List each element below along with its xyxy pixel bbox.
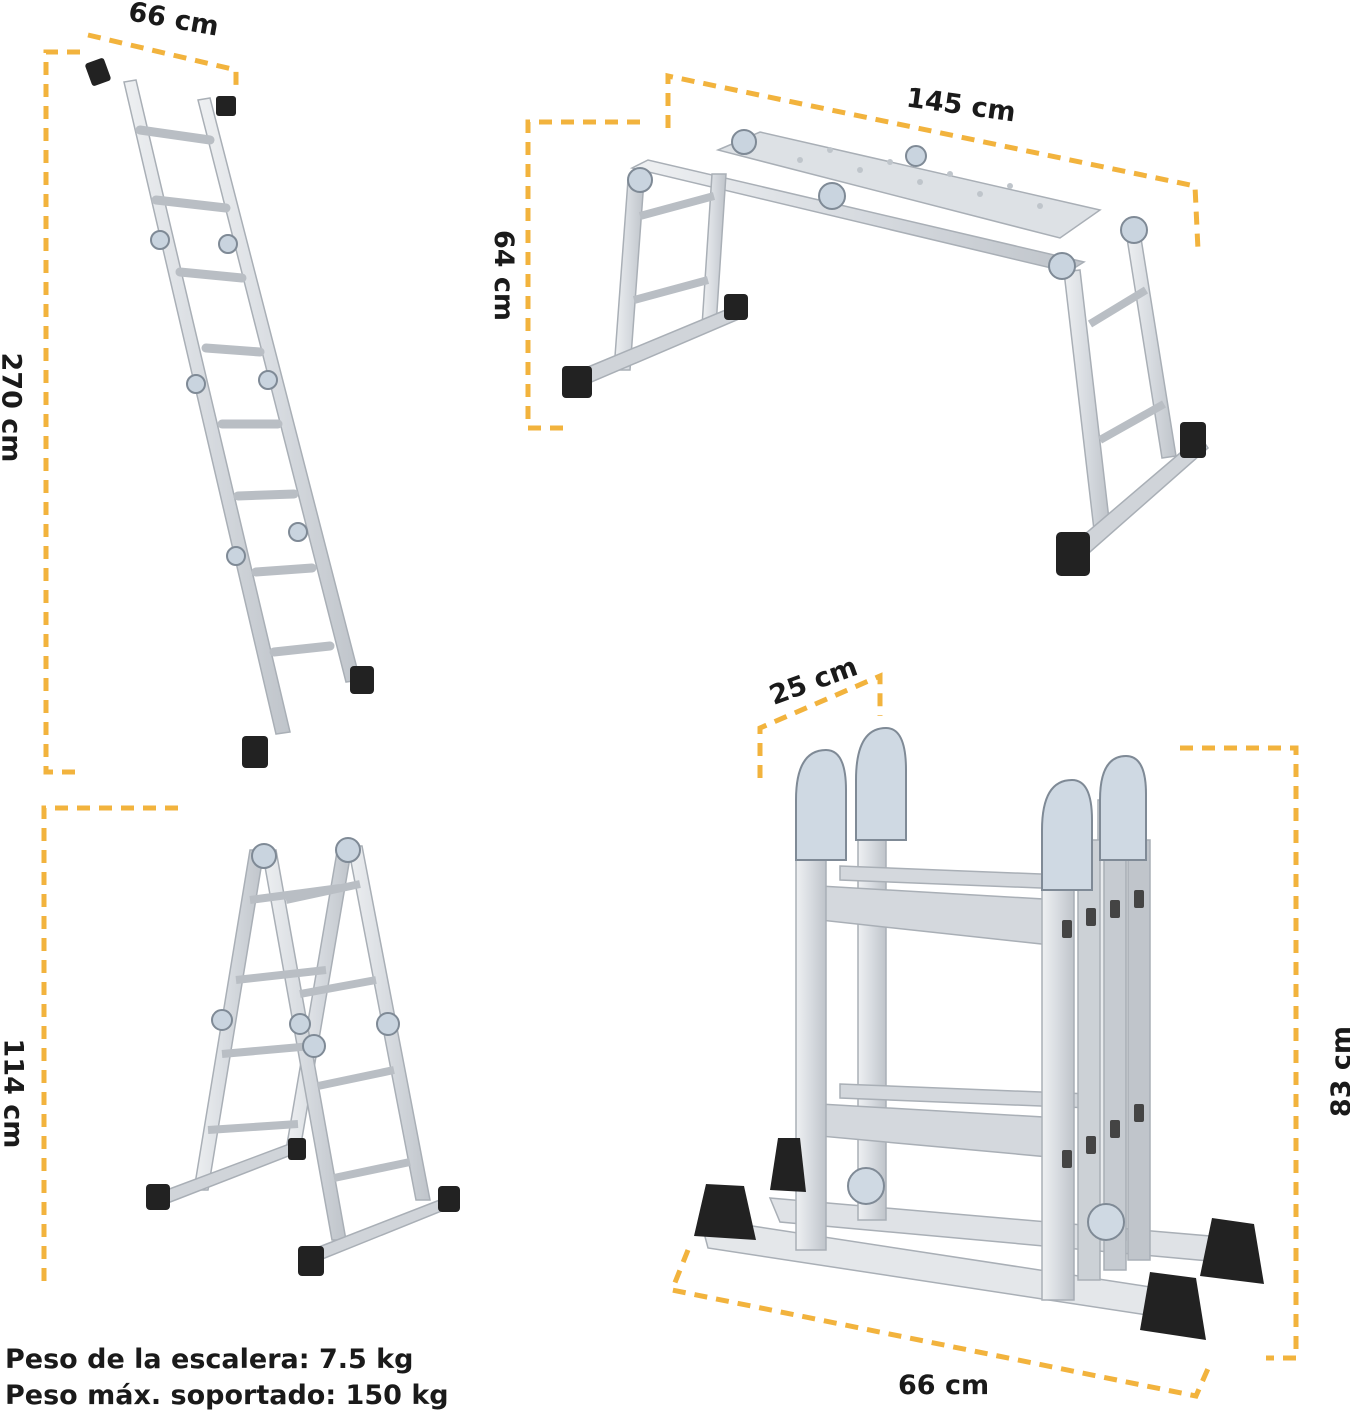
foot [85,58,111,86]
label-straight-height: 270 cm [0,352,27,463]
label-platform-height: 64 cm [488,229,520,322]
foot [242,736,268,768]
back-rail [857,799,887,1221]
dim-a-frame-height [41,805,178,1290]
dim-straight-height [43,49,80,775]
hinge [1041,778,1093,891]
left-base [575,303,748,387]
hinge [288,522,308,542]
label-folded-height: 83 cm [1326,1025,1350,1118]
hinge [376,1012,400,1036]
hinge [302,1034,326,1058]
hinge [258,370,278,390]
foot [298,1246,324,1276]
hinge [226,546,246,566]
foot [350,666,374,694]
hinge [731,129,757,155]
dim-straight-width [87,32,239,92]
front-rail [629,159,1086,273]
foot [146,1184,170,1210]
hinge [1048,252,1076,280]
dim-platform-length [665,72,1201,251]
foot [438,1186,460,1212]
dimension-lines [41,32,1299,1399]
rail-right [197,97,361,683]
label-folded-width: 66 cm [898,1370,990,1401]
rail-left [123,79,291,735]
a-frame-ladder [146,837,460,1276]
hinge [847,1167,885,1205]
hinge [218,234,238,254]
straight-ladder [85,58,374,768]
foot [288,1138,306,1160]
foot [1140,1272,1206,1340]
hinge [289,1013,311,1035]
hinge [795,748,847,861]
foot [1200,1218,1264,1284]
label-a-frame-height: 114 cm [0,1038,29,1149]
dim-folded-depth [757,672,883,778]
foot [724,294,748,320]
foot [562,366,592,398]
hinge [150,230,170,250]
left-leg-front [613,179,645,371]
max-load-text: Peso máx. soportado: 150 kg [5,1380,449,1411]
dim-folded-height [1180,745,1299,1361]
foot [694,1184,756,1240]
hinge [335,837,361,863]
foot [1180,422,1206,458]
hinge [905,145,927,167]
hinge [251,843,277,869]
hinge [186,374,206,394]
foot [1056,532,1090,576]
front-rail [1041,835,1075,1301]
ladder-weight-text: Peso de la escalera: 7.5 kg [5,1344,414,1375]
dim-platform-height [525,119,640,431]
hinge [211,1009,233,1031]
hinge [1099,754,1147,861]
platform-ladder [562,129,1209,576]
hinge [627,167,653,193]
hinge [855,726,907,841]
hinge [1087,1203,1125,1241]
back-base [155,1139,305,1207]
right-leg-front [1063,269,1111,531]
foot [770,1138,806,1192]
hinge [818,182,846,210]
hinge [1120,216,1148,244]
folded-ladder [694,726,1264,1340]
foot [216,96,236,116]
dim-folded-width [668,1249,1213,1399]
